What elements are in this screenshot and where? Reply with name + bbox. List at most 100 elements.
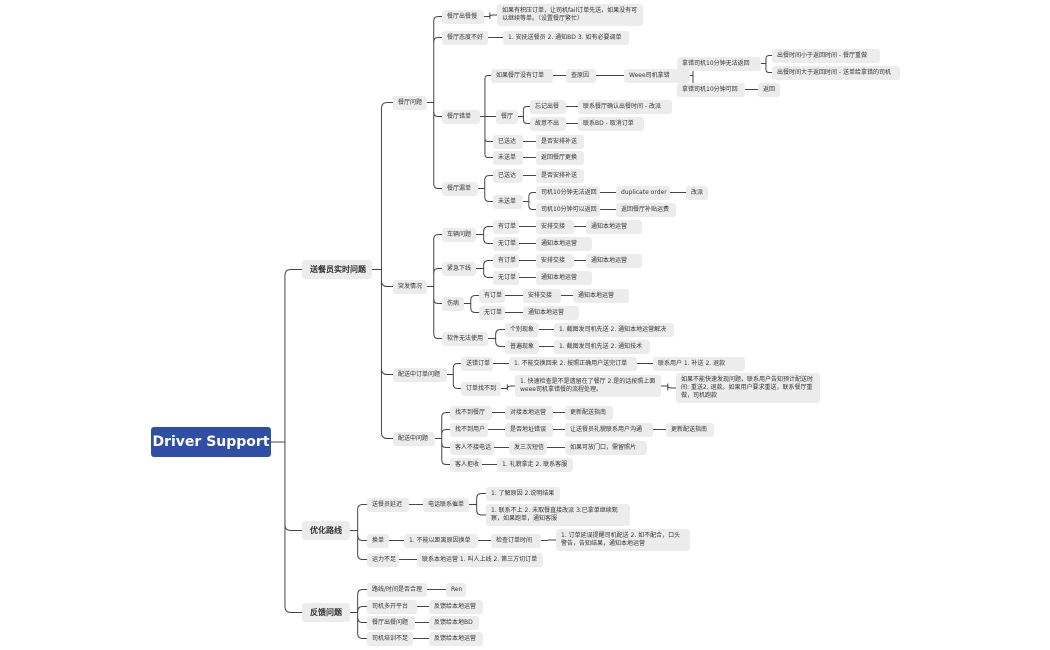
node-m-can-return[interactable]: 司机10分钟可以返回 (536, 203, 600, 217)
node-wd-b[interactable]: 联系用户 1. 补送 2. 退款 (653, 357, 745, 371)
node-l4-software[interactable]: 软件无法使用 (442, 332, 488, 346)
node-nu-c[interactable]: 更新配送指南 (666, 423, 714, 437)
node-w-small[interactable]: 出餐时间小于返回时间 - 餐厅重做 (772, 49, 880, 63)
node-v-no-a[interactable]: 通知本地运营 (536, 237, 592, 251)
node-o-no[interactable]: 无订单 (493, 271, 519, 285)
node-m-sent[interactable]: 已送达 (493, 169, 523, 183)
node-l4-attitude[interactable]: 餐厅态度不好 (442, 31, 488, 45)
node-w-confirm-time[interactable]: 联系餐厅确认出餐时间 - 改派 (578, 100, 672, 114)
node-na-b[interactable]: 如果可放门口，需留照片 (565, 441, 647, 455)
node-l4-slowfood[interactable]: 餐厅出餐慢 (442, 10, 484, 24)
node-o-has-a[interactable]: 安排交接 (536, 254, 574, 268)
node-na-a[interactable]: 发三次短信 (509, 441, 547, 455)
node-l5-attitude[interactable]: 1. 安抚送餐员 2. 通知BD 3. 如有必要调单 (503, 31, 629, 45)
node-nu-b[interactable]: 让送餐员礼貌联系用户沟通 (565, 423, 653, 437)
node-w-unsent-a[interactable]: 返回餐厅更换 (536, 151, 584, 165)
node-r-call-a[interactable]: 1. 了解原因 2.说明结果 (486, 487, 560, 501)
node-nr-a[interactable]: 对接本地运营 (505, 406, 553, 420)
node-nu-a[interactable]: 是否地址错误 (505, 423, 553, 437)
node-i-no[interactable]: 无订单 (479, 306, 505, 320)
node-f-training-a[interactable]: 反馈给本地运营 (429, 632, 483, 646)
node-m-cant-return[interactable]: 司机10分钟无法返回 (536, 186, 600, 200)
node-l4-no-answer[interactable]: 客人不接电话 (450, 441, 494, 455)
node-l2-route[interactable]: 优化路线 (302, 521, 350, 540)
node-nf-b[interactable]: 如果不能快速发现问题，联系用户告知预计配送时间: 重送2. 退款。如果用户要求重… (676, 373, 820, 403)
node-l4-wrongdeliver[interactable]: 送错订单 (461, 357, 493, 371)
node-w-weee-wrong[interactable]: Weee司机拿错 (624, 69, 690, 83)
node-v-has-a[interactable]: 安排交接 (536, 220, 574, 234)
node-s-common[interactable]: 普遍现象 (505, 340, 539, 354)
node-r-swap[interactable]: 换单 (367, 534, 389, 548)
node-w-unsent[interactable]: 未送单 (493, 151, 523, 165)
node-w-restaurant[interactable]: 餐厅 (496, 110, 518, 124)
node-s-individual[interactable]: 个别现象 (505, 323, 539, 337)
node-l4-vehicle[interactable]: 车辆问题 (442, 228, 476, 242)
node-f-multi[interactable]: 司机多开平台 (367, 600, 417, 614)
node-m-sent-a[interactable]: 是否安排补送 (536, 169, 584, 183)
node-l4-no-user[interactable]: 找不到用户 (450, 423, 488, 437)
node-l4-no-restaurant[interactable]: 找不到餐厅 (450, 406, 492, 420)
node-l2-realtime[interactable]: 送餐员实时问题 (302, 260, 372, 279)
node-s-individual-a[interactable]: 1. 截图发司机先送 2. 通知本地运营解决 (554, 323, 674, 337)
node-l3-emergency[interactable]: 突发情况 (393, 280, 427, 294)
node-w-forgot[interactable]: 忘记出餐 (530, 100, 566, 114)
node-r-swap-c[interactable]: 1. 订单延误提醒司机配送 2. 如不配合，口头警告，告知结果，通知本地运营 (556, 529, 690, 551)
node-l4-offline[interactable]: 紧急下线 (442, 262, 476, 276)
node-nf-a[interactable]: 1. 快速检查是不是遗留在了餐厅 2.是的话按照上面weee司机拿错餐的流程处理… (515, 375, 661, 397)
node-l4-injury[interactable]: 伤病 (442, 297, 464, 311)
node-f-route-a[interactable]: Ren (446, 583, 466, 597)
node-l4-wrongorder[interactable]: 餐厅错单 (442, 110, 480, 124)
node-m-unsent[interactable]: 未送单 (493, 195, 523, 209)
node-l3-delivering[interactable]: 配送中订单问题 (393, 368, 447, 382)
node-v-has[interactable]: 有订单 (493, 220, 519, 234)
node-v-no[interactable]: 无订单 (493, 237, 519, 251)
node-r-swap-a[interactable]: 1. 不能以距离原因换单 (404, 534, 478, 548)
node-f-restaurant[interactable]: 餐厅出餐问题 (367, 616, 415, 630)
node-f-training[interactable]: 司机培训不足 (367, 632, 413, 646)
node-w-sent-a[interactable]: 是否安排补送 (536, 135, 584, 149)
node-m-reassign[interactable]: 改派 (686, 186, 708, 200)
node-r-call-b[interactable]: 1. 联系不上 2. 未取餐直接改派 3.已拿单继续观察，如果跑单，通知客服 (486, 504, 630, 526)
node-w-return[interactable]: 返回 (758, 83, 780, 97)
node-nr-b[interactable]: 更新配送指南 (565, 406, 613, 420)
node-i-no-a[interactable]: 通知本地运营 (523, 306, 579, 320)
node-m-compensate[interactable]: 返回餐厅补贴运费 (616, 203, 676, 217)
node-i-has[interactable]: 有订单 (479, 289, 505, 303)
node-w-sent[interactable]: 已送达 (493, 135, 523, 149)
link-group (464, 295, 479, 313)
node-w-no-out[interactable]: 故意不出 (530, 117, 566, 131)
node-f-multi-a[interactable]: 反馈给本地运营 (429, 600, 483, 614)
node-i-has-b[interactable]: 通知本地运营 (573, 289, 629, 303)
node-w-can-return[interactable]: 拿错司机10分钟可回 (677, 83, 745, 97)
node-v-has-b[interactable]: 通知本地运营 (586, 220, 642, 234)
node-i-has-a[interactable]: 安排交接 (523, 289, 561, 303)
node-l4-missing[interactable]: 餐厅漏单 (442, 182, 478, 196)
node-f-route[interactable]: 路线/时间是否合理 (367, 583, 427, 597)
node-w-checkimg[interactable]: 查原因 (566, 69, 596, 83)
node-w-bd-cancel[interactable]: 联系BD - 取消订单 (578, 117, 644, 131)
node-r-capacity-a[interactable]: 联系本地运营 1. 叫人上线 2. 第三方切订单 (417, 553, 543, 567)
node-r-swap-b[interactable]: 检查订单时间 (491, 534, 541, 548)
node-f-restaurant-a[interactable]: 反馈给本地BD (429, 616, 479, 630)
node-w-noorder[interactable]: 如果餐厅没有订单 (491, 69, 553, 83)
node-l3-midway[interactable]: 配送中问题 (393, 432, 435, 446)
root-node-driver-support[interactable]: Driver Support (151, 427, 271, 457)
node-wd-a[interactable]: 1. 不能交换回来 2. 按照正确用户送完订单 (509, 357, 637, 371)
node-l4-reject[interactable]: 客人拒收 (450, 458, 482, 472)
node-w-cannot-return[interactable]: 拿错司机10分钟无法返回 (677, 57, 761, 71)
node-r-capacity[interactable]: 运力不足 (367, 553, 399, 567)
node-l2-feedback[interactable]: 反馈问题 (302, 603, 350, 622)
node-w-large[interactable]: 出餐时间大于返回时间 - 送单给拿错的司机 (772, 66, 900, 80)
node-l3-restaurant[interactable]: 餐厅问题 (393, 96, 427, 110)
node-o-has[interactable]: 有订单 (493, 254, 519, 268)
node-s-common-a[interactable]: 1. 截图发司机先送 2. 通知技术 (554, 340, 650, 354)
node-r-call[interactable]: 电话联系催单 (423, 498, 469, 512)
node-l4-notfound-order[interactable]: 订单找不到 (461, 382, 501, 396)
link-line (284, 269, 302, 276)
node-rj-a[interactable]: 1. 礼貌拿走 2. 联系客服 (497, 458, 573, 472)
node-r-delay[interactable]: 送餐员延迟 (367, 498, 409, 512)
node-o-has-b[interactable]: 通知本地运营 (586, 254, 642, 268)
node-m-duplicate[interactable]: duplicate order (616, 186, 670, 200)
node-l5-slowfood[interactable]: 如果有积压订单，让司机fail订单先送，如果没有可以继续等单。（设置餐厅繁忙） (497, 4, 643, 26)
node-o-no-a[interactable]: 通知本地运营 (536, 271, 592, 285)
